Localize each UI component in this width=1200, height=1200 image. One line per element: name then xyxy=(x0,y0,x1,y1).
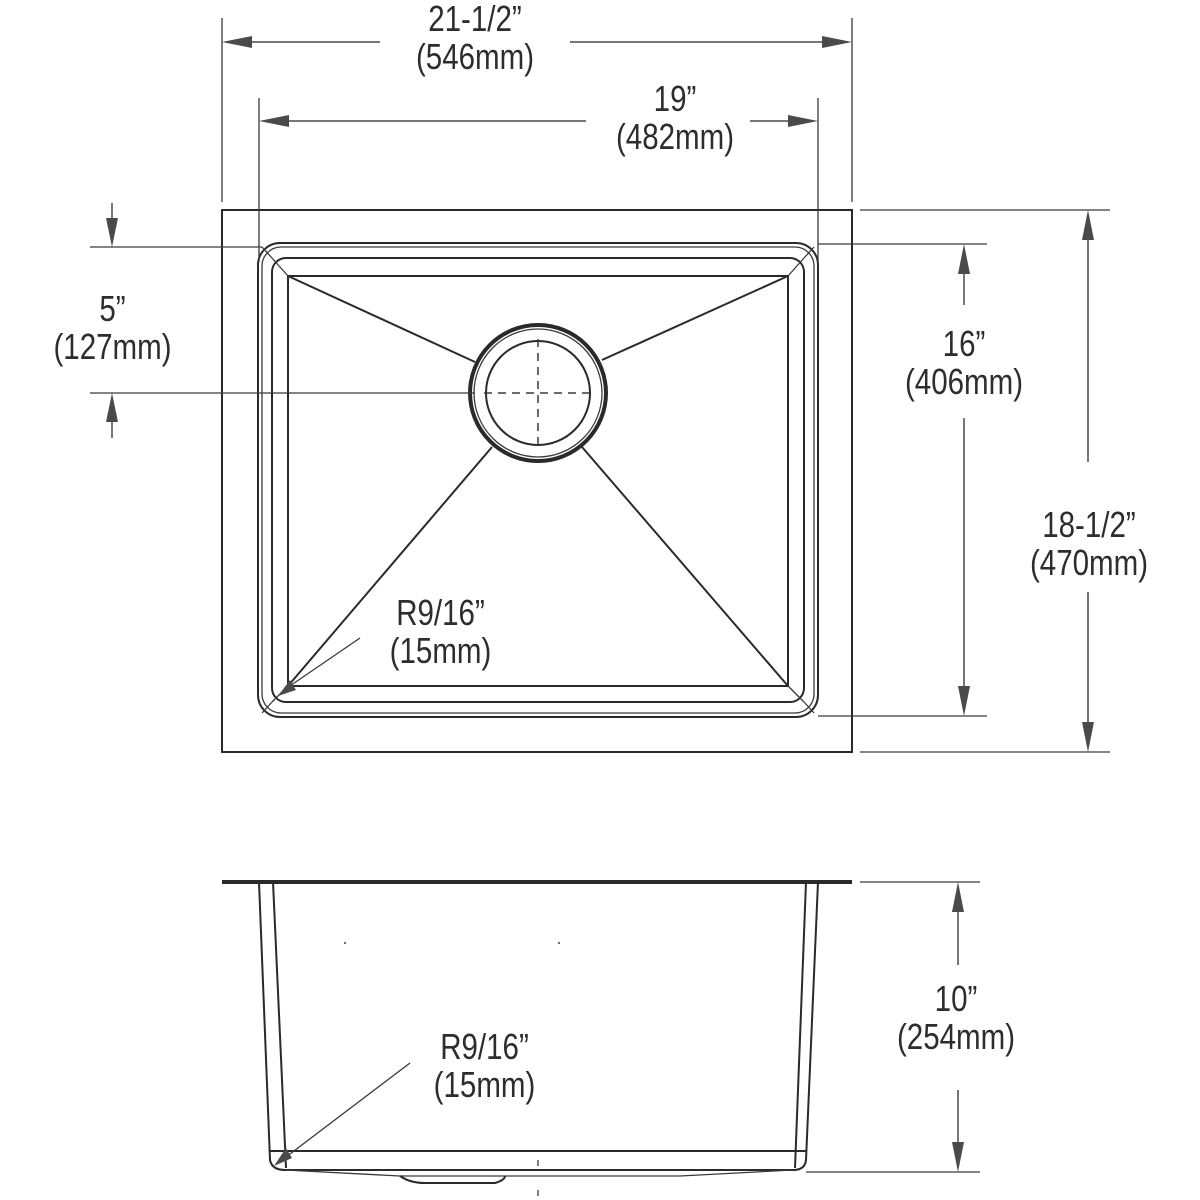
flange-outline xyxy=(221,209,853,753)
drain-offset-inches: 5” xyxy=(99,288,126,329)
overall-depth-inches: 18-1/2” xyxy=(1042,504,1136,545)
side-radius-inches: R9/16” xyxy=(440,1026,529,1067)
bowl-ledge xyxy=(271,257,805,703)
top-radius-mm: (15mm) xyxy=(389,630,492,671)
side-section-view xyxy=(222,880,980,1196)
side-depth-label: 10” (254mm) xyxy=(887,980,1025,1056)
bowl-bottom xyxy=(287,275,789,687)
overall-width-mm: (546mm) xyxy=(415,36,535,77)
top-view xyxy=(90,18,1110,753)
overall-depth-label: 18-1/2” (470mm) xyxy=(1020,506,1158,582)
top-radius-inches: R9/16” xyxy=(396,592,485,633)
bowl-width-label: 19” (482mm) xyxy=(605,80,744,156)
overall-depth-mm: (470mm) xyxy=(1029,542,1149,583)
side-depth-mm: (254mm) xyxy=(896,1016,1016,1057)
side-radius-mm: (15mm) xyxy=(433,1064,536,1105)
side-depth-inches: 10” xyxy=(934,978,978,1019)
bowl-depth-mm: (406mm) xyxy=(904,361,1024,402)
bowl-depth-label: 16” (406mm) xyxy=(895,325,1033,401)
drain-offset-mm: (127mm) xyxy=(53,326,172,367)
side-corner-radius-label: R9/16” (15mm) xyxy=(425,1028,544,1104)
overall-width-inches: 21-1/2” xyxy=(428,0,522,39)
overall-width-label: 21-1/2” (546mm) xyxy=(397,0,553,76)
bowl-width-inches: 19” xyxy=(653,78,697,119)
bowl-width-mm: (482mm) xyxy=(615,116,735,157)
bowl-depth-inches: 16” xyxy=(942,323,986,364)
top-corner-radius-label: R9/16” (15mm) xyxy=(381,594,500,670)
drain-offset-label: 5” (127mm) xyxy=(45,290,180,366)
bowl-rim xyxy=(257,242,819,718)
